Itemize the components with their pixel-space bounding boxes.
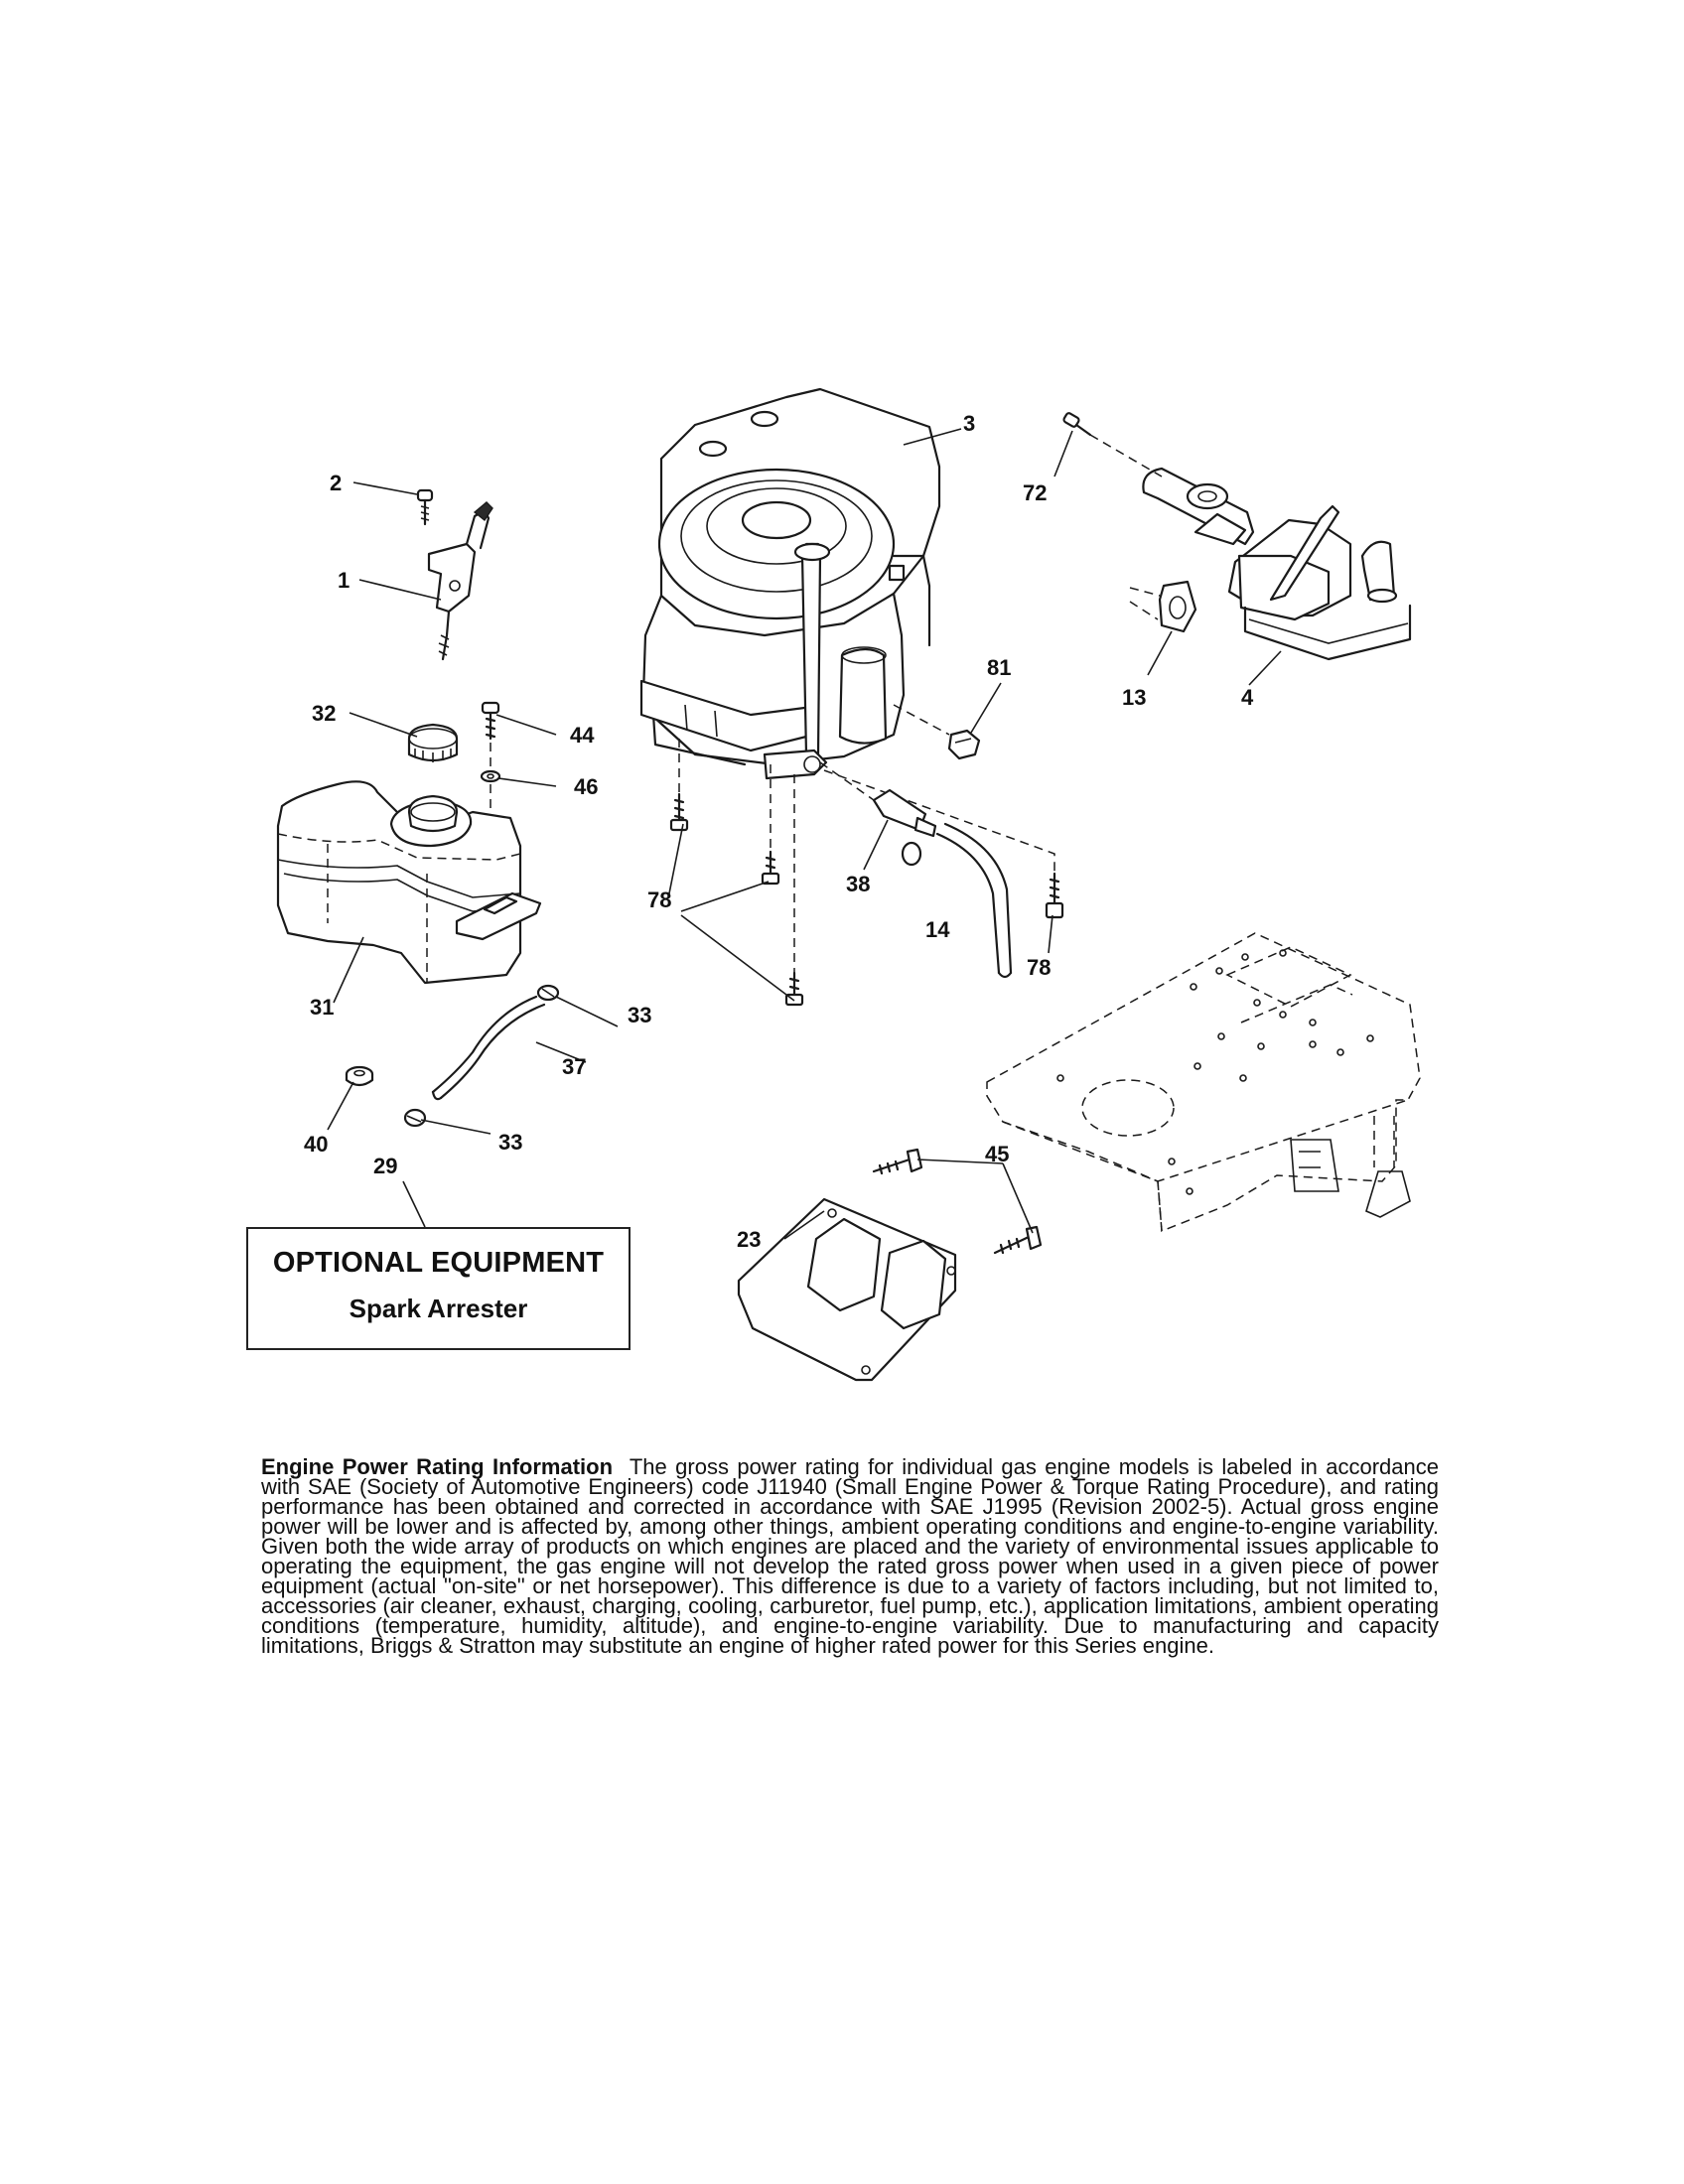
callout-23: 23 xyxy=(737,1227,761,1252)
callout-labels: 1 2 3 4 13 14 23 29 31 32 33 33 37 38 40… xyxy=(304,411,1254,1252)
fuel-filter-part xyxy=(872,788,937,867)
nut-dashed-path xyxy=(893,704,950,736)
optional-equipment-title: OPTIONAL EQUIPMENT xyxy=(272,1247,605,1279)
callout-1: 1 xyxy=(338,568,350,593)
callout-46: 46 xyxy=(574,774,598,799)
nut-part xyxy=(947,729,981,760)
exhaust-gasket-part xyxy=(1158,580,1197,633)
fuel-line-part xyxy=(935,822,1013,979)
fuel-tank-part xyxy=(276,780,542,985)
tank-screw-part xyxy=(481,701,500,741)
fuel-cap-part xyxy=(407,723,459,762)
gasket-dashed-path-lower xyxy=(1129,601,1159,620)
throttle-control-part xyxy=(427,501,493,661)
muffler-screw-dashed-path xyxy=(1089,434,1163,478)
engine-guard-plate-part xyxy=(737,1197,957,1382)
bumper-part xyxy=(345,1065,374,1087)
fuel-line-hose xyxy=(431,995,546,1101)
callout-3: 3 xyxy=(963,411,975,436)
fuel-filter-dashed-path xyxy=(819,761,875,801)
callout-32: 32 xyxy=(312,701,336,726)
callout-38: 38 xyxy=(846,872,870,896)
callout-33-upper: 33 xyxy=(628,1003,651,1027)
engine-power-rating-body: The gross power rating for individual ga… xyxy=(261,1454,1439,1658)
callout-2: 2 xyxy=(330,471,342,495)
callout-31: 31 xyxy=(310,995,334,1020)
leader-lines xyxy=(327,428,1282,1240)
engine-part xyxy=(639,387,941,780)
guard-screw-lower xyxy=(993,1225,1043,1255)
optional-equipment-item: Spark Arrester xyxy=(349,1294,528,1323)
callout-78-right: 78 xyxy=(1027,955,1051,980)
washer-part xyxy=(480,769,501,783)
fuel-line-clamp-upper xyxy=(536,984,560,1002)
bolt-dashed-path-4 xyxy=(823,769,1055,874)
muffler-part xyxy=(1142,467,1412,661)
chassis-frame xyxy=(986,932,1421,1233)
callout-81: 81 xyxy=(987,655,1011,680)
callout-40: 40 xyxy=(304,1132,328,1157)
callout-72: 72 xyxy=(1023,480,1047,505)
callout-14: 14 xyxy=(925,917,950,942)
fuel-line-clamp-lower xyxy=(403,1108,427,1128)
mounting-bolts-part xyxy=(669,792,1064,1007)
callout-45: 45 xyxy=(985,1142,1009,1166)
optional-equipment-box: OPTIONAL EQUIPMENT Spark Arrester xyxy=(246,1227,631,1350)
callout-44: 44 xyxy=(570,723,595,748)
callout-78-left: 78 xyxy=(647,887,671,912)
engine-power-rating-title: Engine Power Rating Information xyxy=(261,1454,614,1479)
engine-power-rating-note: Engine Power Rating Information The gros… xyxy=(261,1454,1439,1658)
callout-4: 4 xyxy=(1241,685,1254,710)
guard-screw-upper xyxy=(872,1148,923,1175)
callout-13: 13 xyxy=(1122,685,1146,710)
callout-37: 37 xyxy=(562,1054,586,1079)
callout-29: 29 xyxy=(373,1154,397,1178)
muffler-screw-part xyxy=(1062,412,1092,437)
screw-part xyxy=(416,488,434,526)
gasket-dashed-path xyxy=(1129,587,1161,597)
callout-33-lower: 33 xyxy=(498,1130,522,1155)
